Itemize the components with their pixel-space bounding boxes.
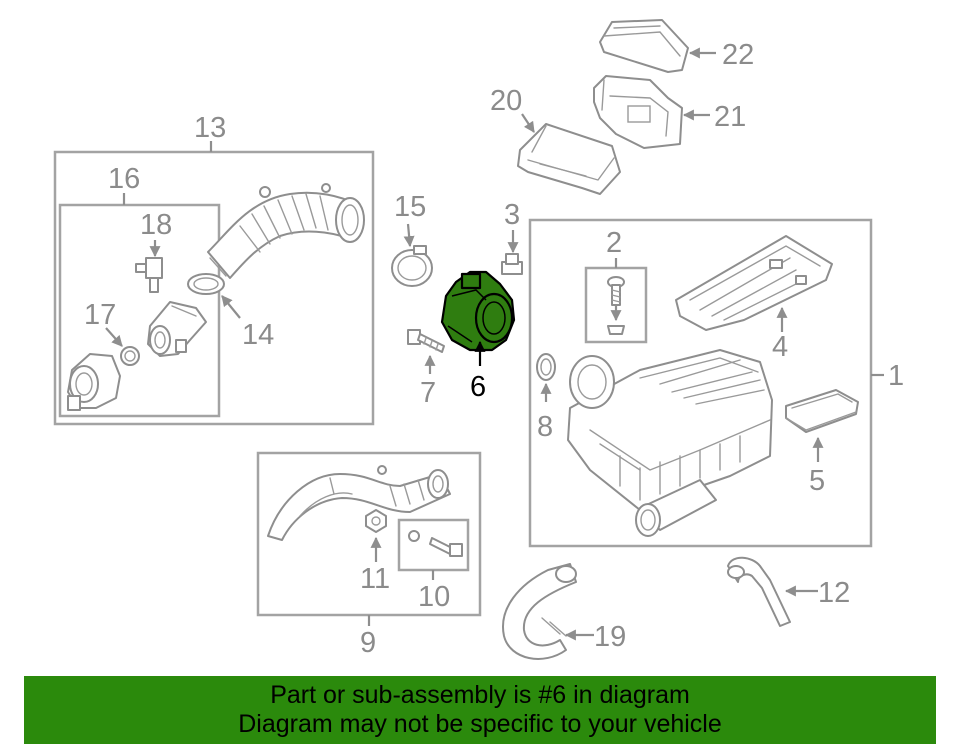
group-frame-13 bbox=[53, 150, 375, 426]
banner-line-1: Part or sub-assembly is #6 in diagram bbox=[270, 681, 690, 709]
part-20-duct bbox=[517, 123, 621, 195]
callout-1: 1 bbox=[888, 360, 904, 392]
callout-7: 7 bbox=[420, 377, 436, 409]
part-9-lower-duct bbox=[267, 465, 451, 541]
callout-18: 18 bbox=[140, 209, 172, 241]
part-18-sensor bbox=[135, 257, 163, 293]
part-3-grommet bbox=[501, 253, 523, 275]
callout-17: 17 bbox=[84, 299, 116, 331]
callout-15: 15 bbox=[394, 191, 426, 223]
part-12-small-hose bbox=[727, 556, 791, 627]
info-banner: Part or sub-assembly is #6 in diagram Di… bbox=[24, 676, 936, 744]
callout-12: 12 bbox=[818, 577, 850, 609]
callout-19: 19 bbox=[594, 621, 626, 653]
part-16-elbow bbox=[147, 301, 207, 357]
part-11-nut bbox=[365, 509, 387, 533]
part-8-gasket bbox=[536, 353, 556, 381]
part-4-housing-lid bbox=[675, 235, 833, 331]
part-17-o-ring bbox=[120, 346, 140, 366]
callout-5: 5 bbox=[809, 465, 825, 497]
part-10-bolt-set bbox=[408, 530, 463, 557]
part-14-clamp bbox=[187, 273, 225, 295]
part-13-intake-hose bbox=[207, 183, 365, 279]
callout-13: 13 bbox=[194, 112, 226, 144]
part-5-filter-element bbox=[785, 389, 859, 433]
callout-2: 2 bbox=[606, 227, 622, 259]
callout-10: 10 bbox=[418, 581, 450, 613]
banner-line-2: Diagram may not be specific to your vehi… bbox=[238, 710, 722, 738]
part-22-cover bbox=[599, 19, 689, 73]
group-frame-16 bbox=[58, 203, 221, 418]
part-19-hose bbox=[502, 563, 577, 660]
callout-20: 20 bbox=[490, 85, 522, 117]
part-1-air-cleaner-assembly bbox=[567, 349, 773, 537]
callout-22: 22 bbox=[722, 39, 754, 71]
part-2-screw bbox=[607, 276, 625, 335]
part-21-bracket bbox=[593, 75, 683, 149]
group-frame-1 bbox=[528, 218, 873, 548]
part-6-mass-air-flow-sensor bbox=[440, 270, 516, 352]
callout-11: 11 bbox=[360, 563, 390, 595]
callout-4: 4 bbox=[772, 331, 788, 363]
callout-21: 21 bbox=[714, 101, 746, 133]
callout-16: 16 bbox=[108, 163, 140, 195]
part-16-inlet-fitting bbox=[67, 353, 121, 411]
part-7-bolt bbox=[407, 329, 445, 353]
callout-6: 6 bbox=[470, 371, 486, 403]
part-15-clamp bbox=[391, 245, 433, 287]
callout-14: 14 bbox=[242, 319, 274, 351]
callout-8: 8 bbox=[537, 411, 553, 443]
callout-3: 3 bbox=[504, 199, 520, 231]
callout-9: 9 bbox=[360, 627, 376, 659]
